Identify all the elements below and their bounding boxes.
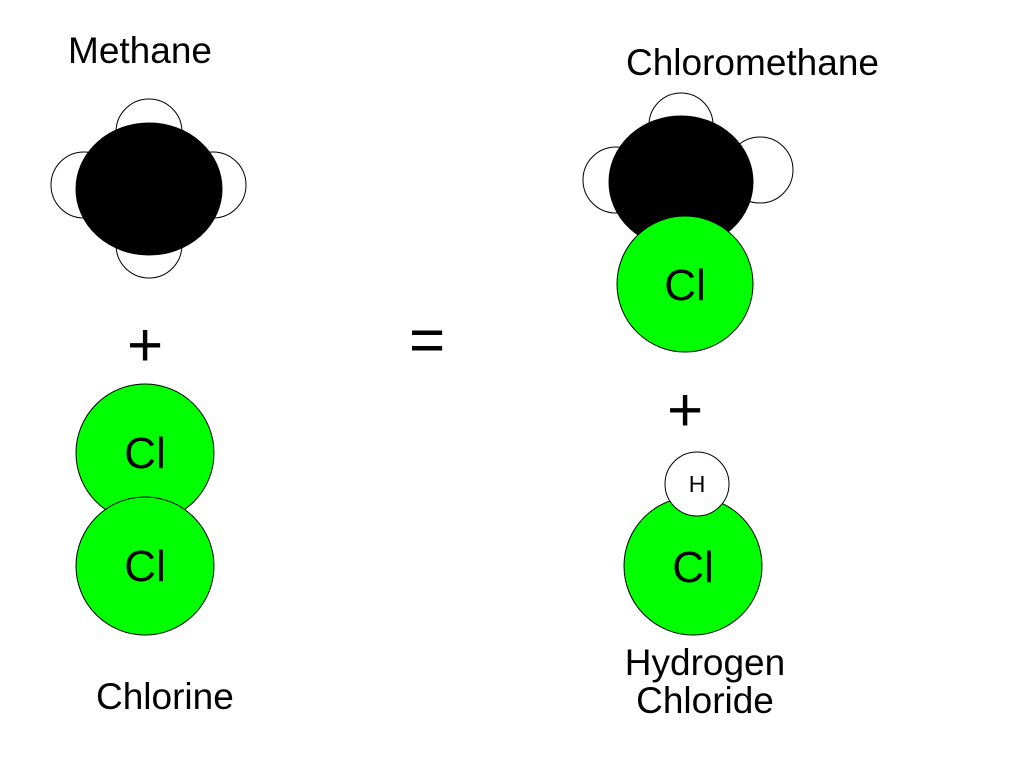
chlorine-atom-top-label: Cl bbox=[124, 429, 166, 478]
chloromethane-chlorine bbox=[616, 215, 754, 353]
hcl-hydrogen bbox=[664, 451, 730, 517]
chlorine-molecule: Cl Cl bbox=[75, 383, 215, 636]
methane-carbon bbox=[75, 122, 223, 256]
hydrogen-chloride-title: Hydrogen Chloride bbox=[612, 644, 798, 720]
methane-molecule bbox=[50, 98, 247, 279]
hcl-chlorine-label: Cl bbox=[672, 543, 714, 592]
chloromethane-title: Chloromethane bbox=[626, 42, 879, 83]
hydrogen-chloride-title-line1: Hydrogen bbox=[624, 642, 786, 683]
plus-sign-products: + bbox=[667, 376, 704, 445]
hydrogen-chloride-title-line2: Chloride bbox=[636, 680, 774, 721]
chloromethane-chlorine-label: Cl bbox=[664, 261, 706, 310]
equals-sign: = bbox=[409, 306, 446, 375]
chlorine-atom-bottom bbox=[75, 496, 215, 636]
hydrogen-chloride-molecule: H Cl bbox=[623, 451, 763, 636]
hcl-hydrogen-label: H bbox=[689, 471, 706, 497]
chlorine-atom-bottom-label: Cl bbox=[124, 542, 166, 591]
methane-title: Methane bbox=[68, 30, 212, 71]
plus-sign-reactants: + bbox=[127, 311, 164, 380]
chlorine-title: Chlorine bbox=[96, 676, 234, 717]
chloromethane-molecule: Cl bbox=[582, 92, 794, 353]
